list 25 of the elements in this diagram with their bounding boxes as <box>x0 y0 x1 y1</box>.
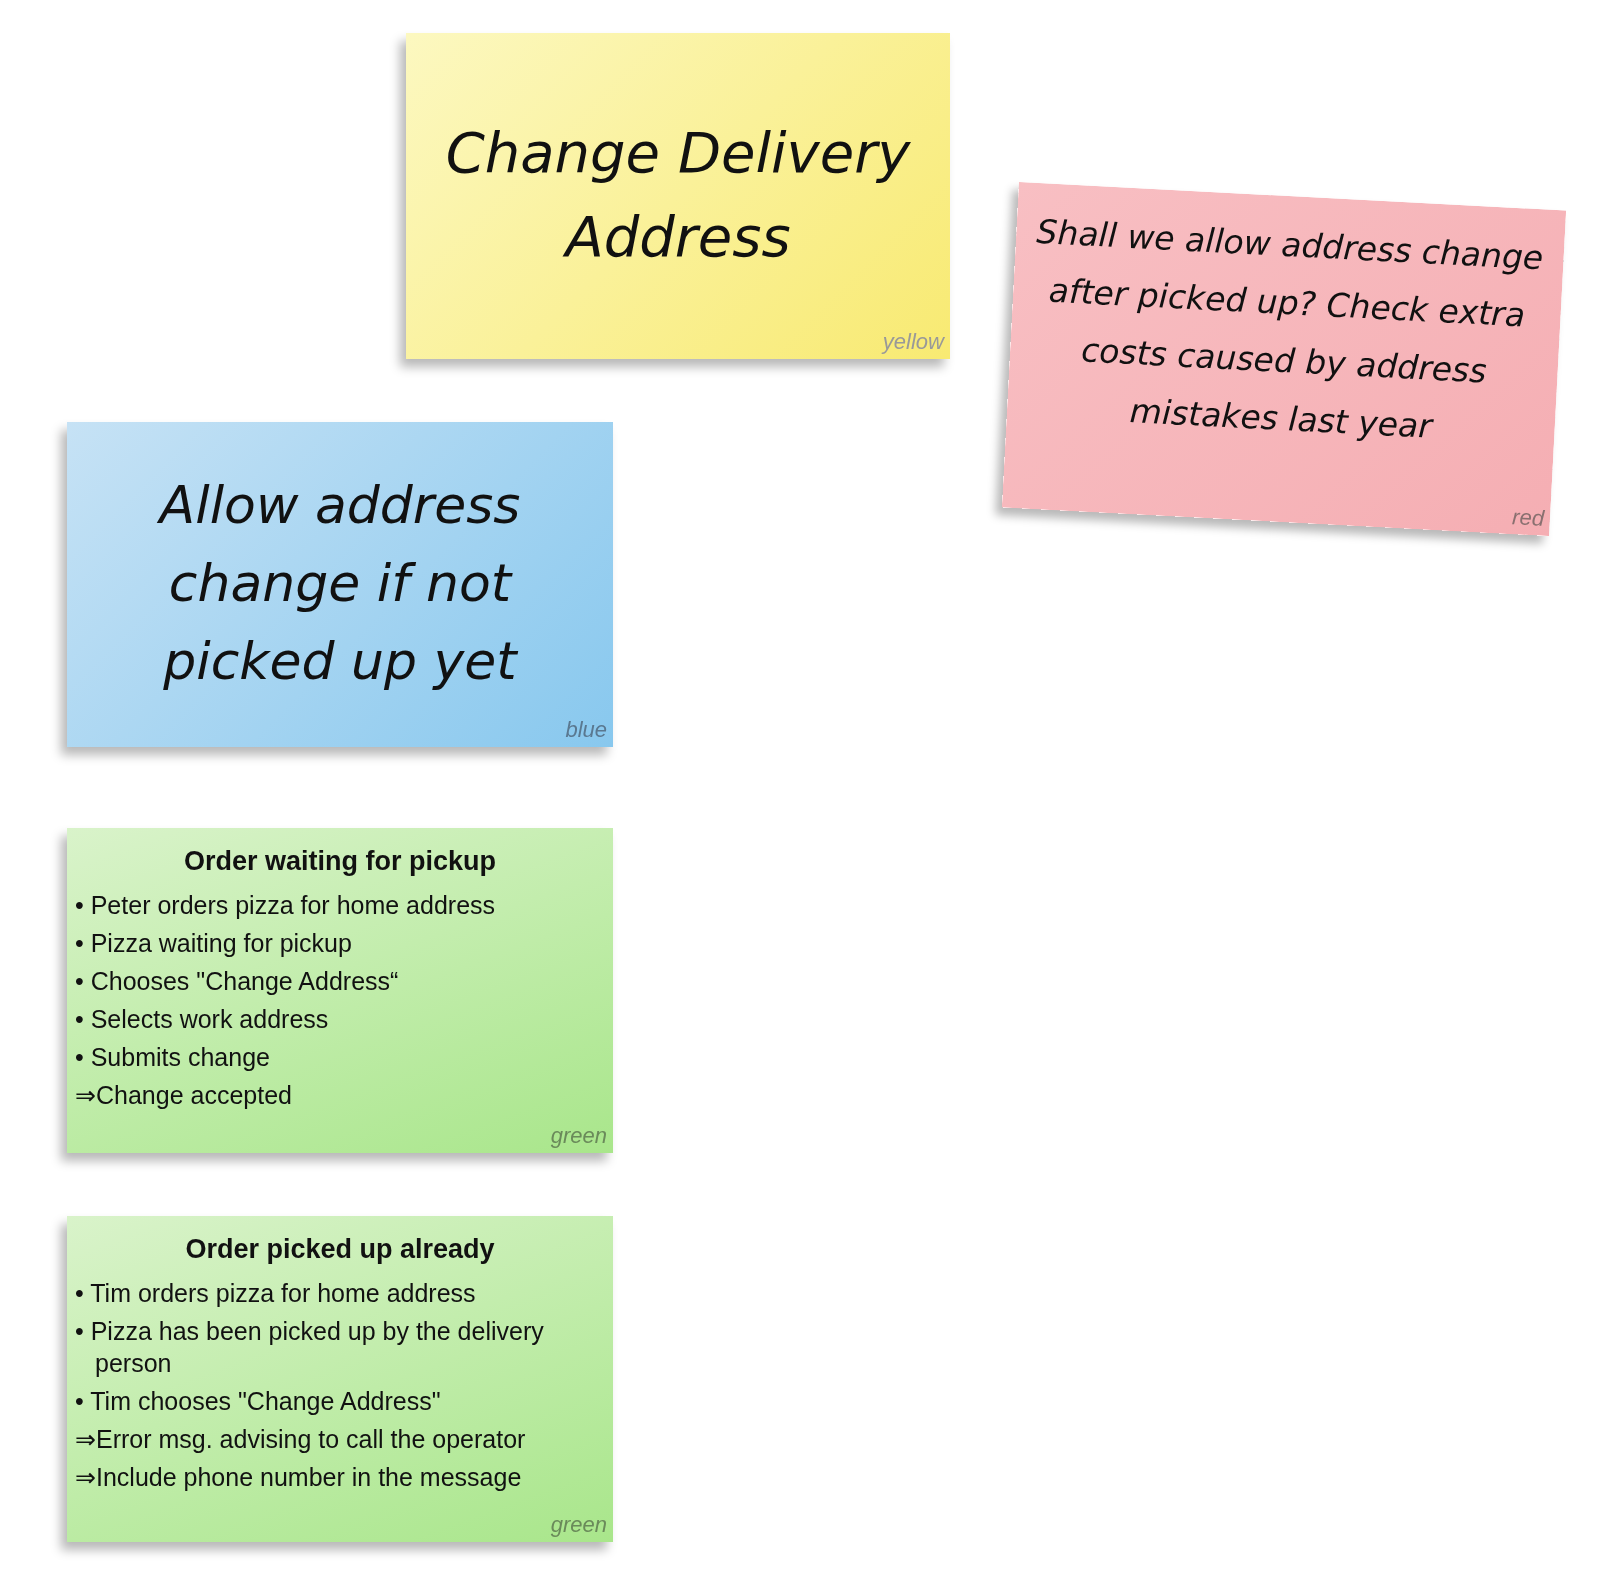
list-item: ⇒Error msg. advising to call the operator <box>75 1424 526 1455</box>
list-item: • Pizza has been picked up by the delivery person <box>75 1316 545 1379</box>
color-tag: green <box>550 1512 607 1538</box>
list-item: • Pizza waiting for pickup <box>75 928 352 959</box>
color-tag: blue <box>565 717 607 743</box>
handwritten-note: Allow address change if not picked up yet <box>156 474 522 693</box>
handwritten-note: Change Delivery Address <box>444 119 912 271</box>
list-item: • Submits change <box>75 1042 270 1073</box>
list-item: ⇒Change accepted <box>75 1080 292 1111</box>
index-card <box>67 422 613 747</box>
list-item: • Chooses "Change Address“ <box>75 966 399 997</box>
card-heading: Order picked up already <box>184 1234 496 1265</box>
index-card <box>67 828 613 1153</box>
index-card <box>67 1216 613 1542</box>
color-tag: red <box>1511 504 1545 532</box>
index-card <box>406 33 950 359</box>
color-tag: yellow <box>882 329 944 355</box>
handwritten-note: Shall we allow address change after picked up? Check extra costs caused by address mistakes last year <box>1034 210 1546 448</box>
card-heading: Order waiting for pickup <box>183 846 497 877</box>
list-item: • Tim orders pizza for home address <box>75 1278 476 1309</box>
list-item: • Tim chooses "Change Address" <box>75 1386 441 1417</box>
color-tag: green <box>550 1123 607 1149</box>
list-item: ⇒Include phone number in the message <box>75 1462 522 1493</box>
list-item: • Peter orders pizza for home address <box>75 890 496 921</box>
list-item: • Selects work address <box>75 1004 329 1035</box>
